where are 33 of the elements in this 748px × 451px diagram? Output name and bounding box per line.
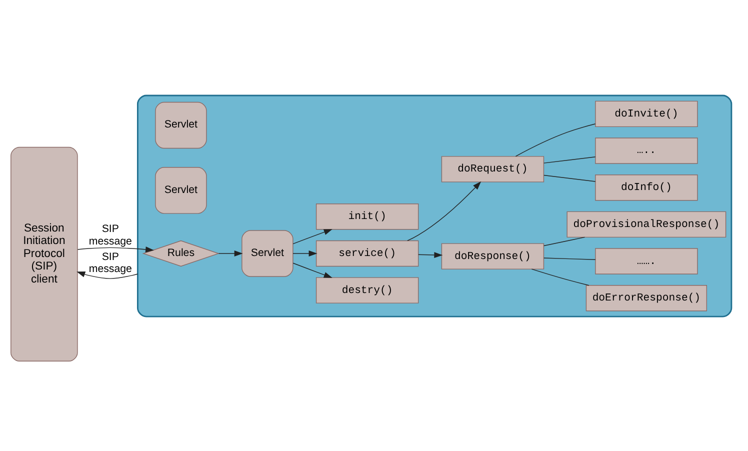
node-box: Servlet — [155, 102, 207, 149]
node-box: Servlet — [155, 167, 207, 214]
connector — [544, 174, 596, 182]
cluster — [136, 94, 732, 318]
node-box: init() — [316, 204, 419, 230]
edge-label: SIP message — [88, 250, 132, 275]
arrow — [407, 181, 482, 242]
node-box: service() — [316, 240, 419, 267]
arrow — [76, 272, 138, 279]
node-box: doInfo() — [595, 174, 698, 201]
node-box: doResponse() — [441, 243, 544, 270]
node-diamond: Rules — [142, 240, 220, 267]
arrow — [292, 262, 332, 278]
arrow — [292, 229, 332, 244]
arrow — [218, 250, 243, 256]
node-box: ……. — [595, 248, 698, 274]
node-box: destry() — [316, 277, 419, 304]
node-box: Session Initiation Protocol (SIP) client — [10, 146, 78, 362]
connector — [544, 236, 586, 246]
edge-label: SIP message — [88, 223, 132, 248]
node-box: ….. — [595, 138, 698, 164]
connector — [544, 156, 596, 164]
node-box: doRequest() — [441, 156, 544, 182]
connector — [531, 268, 590, 286]
node-box: doInvite() — [595, 100, 698, 128]
node-box: Servlet — [242, 230, 294, 277]
connector — [515, 124, 596, 157]
node-box: doProvisionalResponse() — [566, 211, 726, 238]
connector — [544, 258, 596, 260]
arrow — [418, 252, 443, 258]
arrow — [77, 246, 154, 252]
arrow — [292, 250, 318, 256]
node-box: doErrorResponse() — [586, 285, 708, 312]
